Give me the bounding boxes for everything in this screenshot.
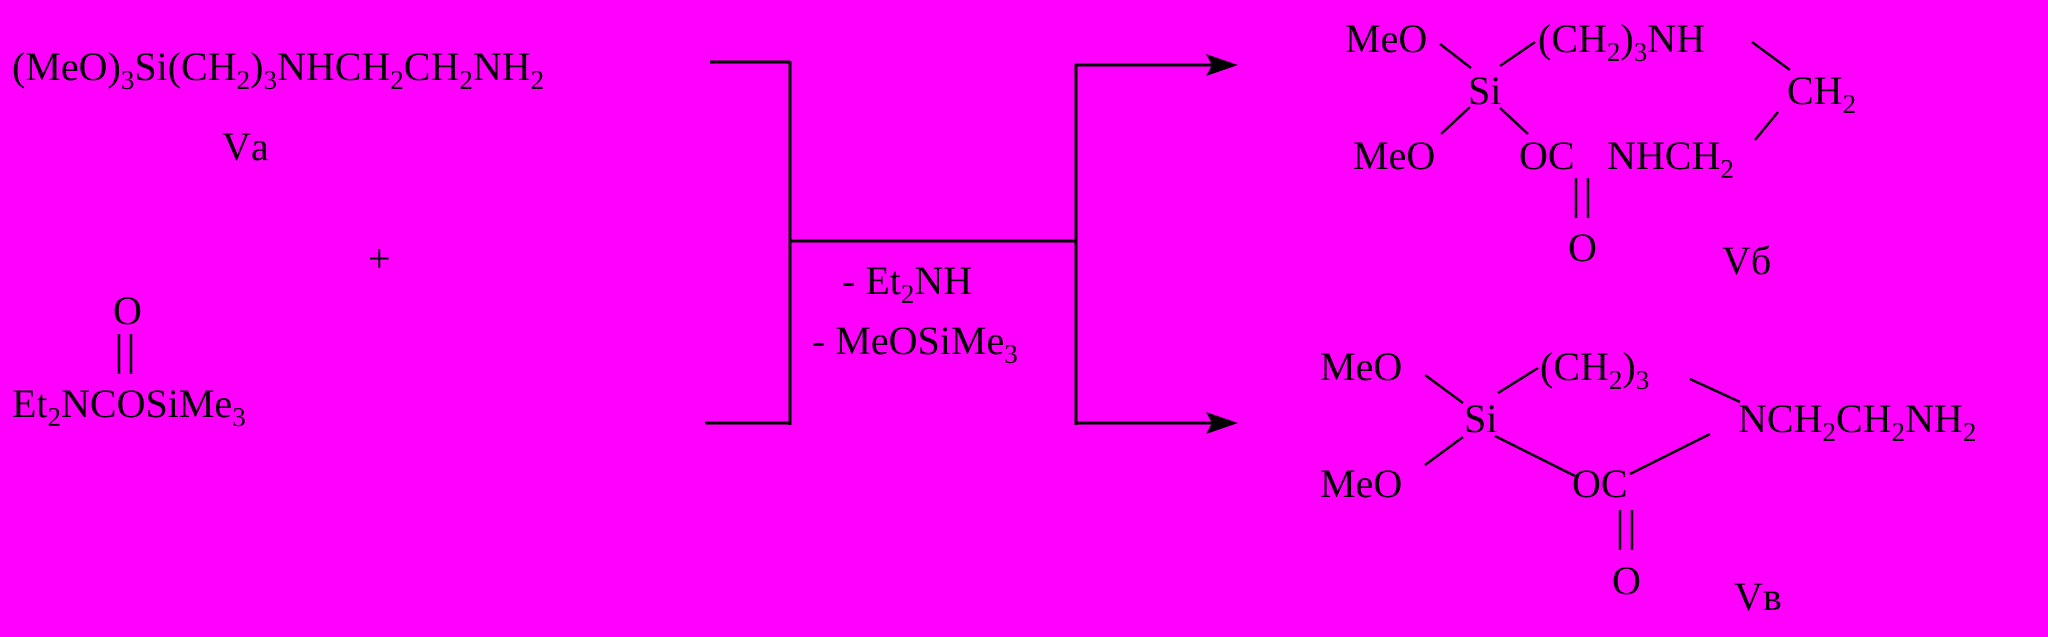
- product-c-oc: OC: [1572, 461, 1628, 506]
- product-b-bond-si-oc: [1499, 107, 1529, 135]
- product-b-nhch2: NHCH2: [1607, 133, 1734, 184]
- product-b-bond-meo-si-bottom: [1440, 106, 1471, 135]
- product-c-bond-si-chain: [1497, 366, 1539, 395]
- product-c-bond-si-oc: [1494, 434, 1576, 478]
- product-c-meo-bottom: MeO: [1320, 461, 1402, 506]
- arrow-to-product-c-head: [1206, 412, 1238, 434]
- product-b-silicon: Si: [1468, 68, 1501, 113]
- product-b-label: Vб: [1722, 238, 1771, 283]
- product-c-bond-chain-n: [1689, 377, 1741, 404]
- product-b-bond-meo-si-top: [1439, 43, 1472, 69]
- product-b-bond-nh-ch2: [1751, 40, 1791, 72]
- product-c-bond-meo-si-top: [1424, 373, 1464, 405]
- product-c-chain: (CH2)3: [1540, 344, 1649, 395]
- product-c-bond-oc-n: [1629, 432, 1711, 476]
- product-c-carbonyl-oxygen: O: [1612, 558, 1641, 603]
- plus-sign: +: [368, 236, 391, 281]
- product-b-ch2: CH2: [1787, 68, 1856, 119]
- reactant-b-carbonyl-oxygen: O: [113, 288, 142, 333]
- conditions-line-2: - MeOSiMe3: [812, 318, 1018, 369]
- product-c-meo-top: MeO: [1320, 344, 1402, 389]
- reactant-a-formula: (MeO)3Si(CH2)3NHCH2CH2NH2: [12, 44, 544, 95]
- product-b-oc: OC: [1519, 133, 1575, 178]
- conditions-line-1: - Et2NH: [842, 258, 972, 309]
- product-b-meo-bottom: MeO: [1353, 133, 1435, 178]
- product-c-amine: NCH2CH2NH2: [1738, 396, 1976, 447]
- product-b-bond-ch2-nhch2: [1754, 111, 1779, 141]
- product-b-carbonyl-oxygen: O: [1568, 225, 1597, 270]
- product-c-silicon: Si: [1464, 396, 1497, 441]
- product-b-chain: (CH2)3NH: [1538, 16, 1705, 67]
- product-c-label: Vв: [1734, 574, 1782, 619]
- reactant-a-label: Vа: [222, 124, 269, 169]
- product-c-bond-meo-si-bottom: [1424, 435, 1464, 467]
- arrow-to-product-b-head: [1206, 54, 1238, 76]
- product-b-meo-top: MeO: [1345, 16, 1427, 61]
- reactant-b-formula: Et2NCOSiMe3: [12, 381, 246, 432]
- product-b-bond-si-chain: [1499, 40, 1536, 68]
